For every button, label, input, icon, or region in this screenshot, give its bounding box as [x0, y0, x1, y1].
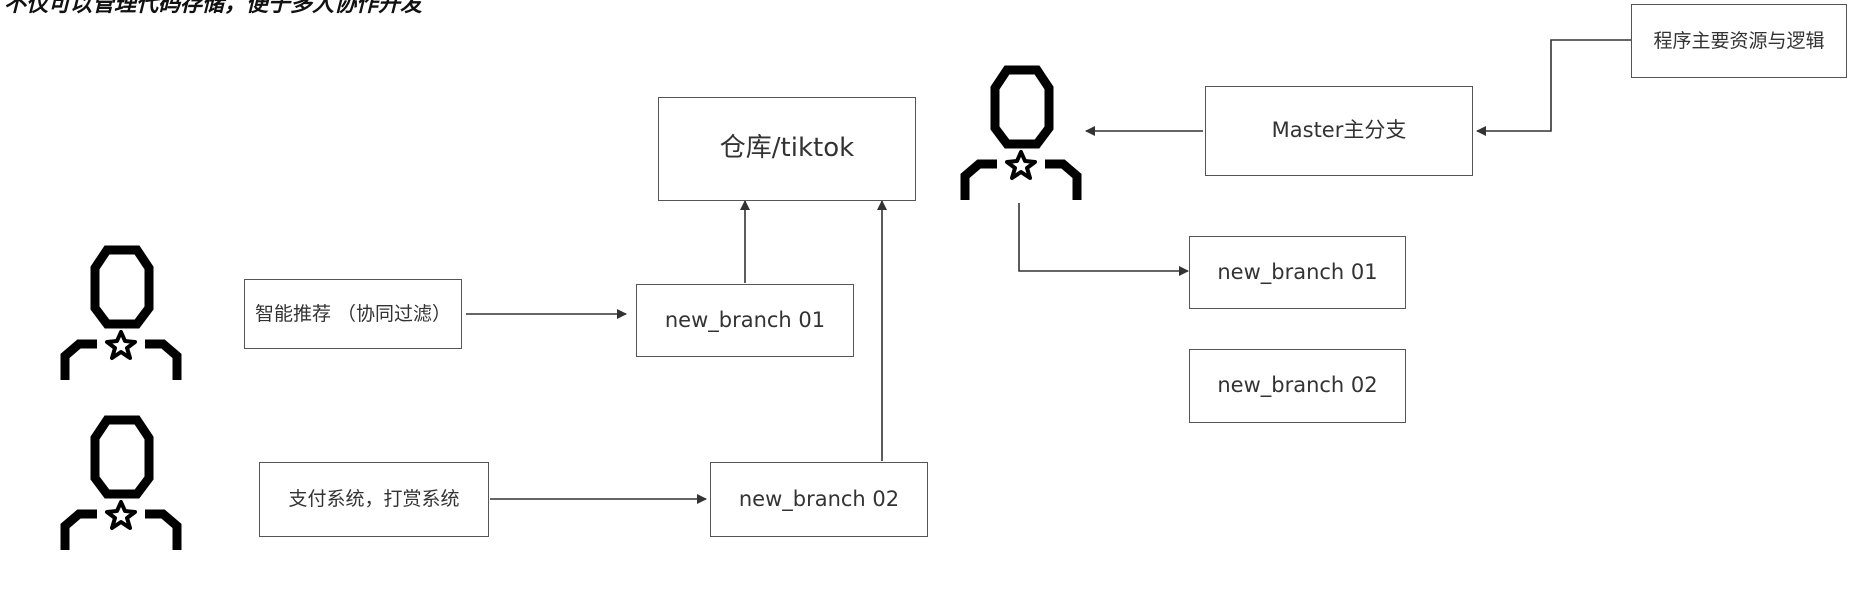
- right-branch-01-box: new_branch 01: [1189, 236, 1406, 309]
- arrow-resource-to-master: [1476, 39, 1631, 136]
- right-branch-02-box: new_branch 02: [1189, 349, 1406, 423]
- left-branch-02-box: new_branch 02: [710, 462, 928, 537]
- person-icon: [60, 245, 182, 380]
- person-icon: [960, 65, 1082, 200]
- page-heading: 不仅可以管理代码存储，便于多人协作开发: [4, 0, 423, 17]
- master-branch-box: Master主分支: [1205, 86, 1473, 176]
- repo-box: 仓库/tiktok: [658, 97, 916, 201]
- payment-box: 支付系统，打赏系统: [259, 462, 489, 537]
- arrow-person-to-branch01: [1018, 203, 1189, 276]
- left-branch-01-box: new_branch 01: [636, 284, 854, 357]
- person-icon: [60, 415, 182, 550]
- resource-logic-box: 程序主要资源与逻辑: [1631, 4, 1847, 78]
- recommendation-box: 智能推荐 （协同过滤）: [244, 279, 462, 349]
